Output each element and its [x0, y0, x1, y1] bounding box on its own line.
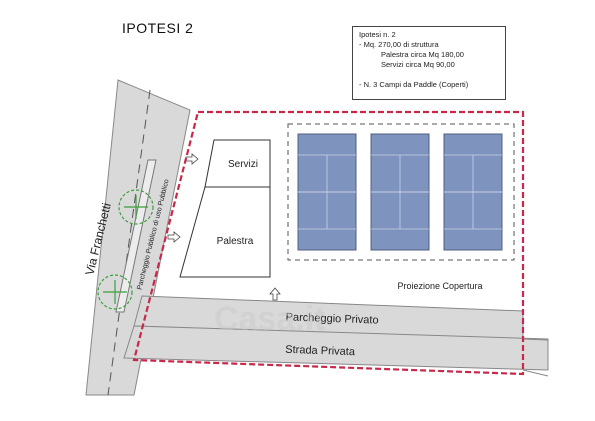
- property-boundary: [132, 110, 525, 376]
- arrow-right-icon: [167, 231, 181, 243]
- info-box: Ipotesi n. 2 - Mq. 270,00 di struttura P…: [352, 26, 506, 100]
- road-edge-line: [522, 338, 549, 341]
- paddle-court-3: [443, 133, 503, 251]
- page-title: IPOTESI 2: [122, 20, 194, 36]
- paddle-court-2: [370, 133, 430, 251]
- road-centerline: [107, 89, 151, 396]
- palestra-label: Palestra: [217, 236, 254, 247]
- servizi-label: Servizi: [228, 159, 258, 170]
- paddle-court-1: [297, 133, 357, 251]
- roof-projection: [287, 123, 515, 261]
- info-line: Ipotesi n. 2: [359, 30, 396, 39]
- arrow-up-icon: [269, 287, 281, 301]
- public-parking-median: [115, 159, 157, 313]
- roof-projection-label: Proiezione Copertura: [397, 281, 482, 291]
- road-edge-line-2: [522, 369, 549, 377]
- info-line: Servizi circa Mq 90,00: [381, 60, 455, 69]
- tree-icon: [118, 189, 154, 225]
- tree-icon: [97, 274, 133, 310]
- info-line: Palestra circa Mq 180,00: [381, 50, 464, 59]
- info-line: - Mq. 270,00 di struttura: [359, 40, 439, 49]
- palestra-block: [179, 186, 271, 278]
- private-road-area: [123, 325, 549, 371]
- arrow-right-icon: [185, 153, 199, 165]
- private-parking-label: Parcheggio Privato: [285, 311, 378, 326]
- private-road-label: Strada Privata: [285, 344, 356, 358]
- watermark-logo: Casa.it: [214, 300, 326, 338]
- info-line: - N. 3 Campi da Paddle (Coperti): [359, 80, 469, 89]
